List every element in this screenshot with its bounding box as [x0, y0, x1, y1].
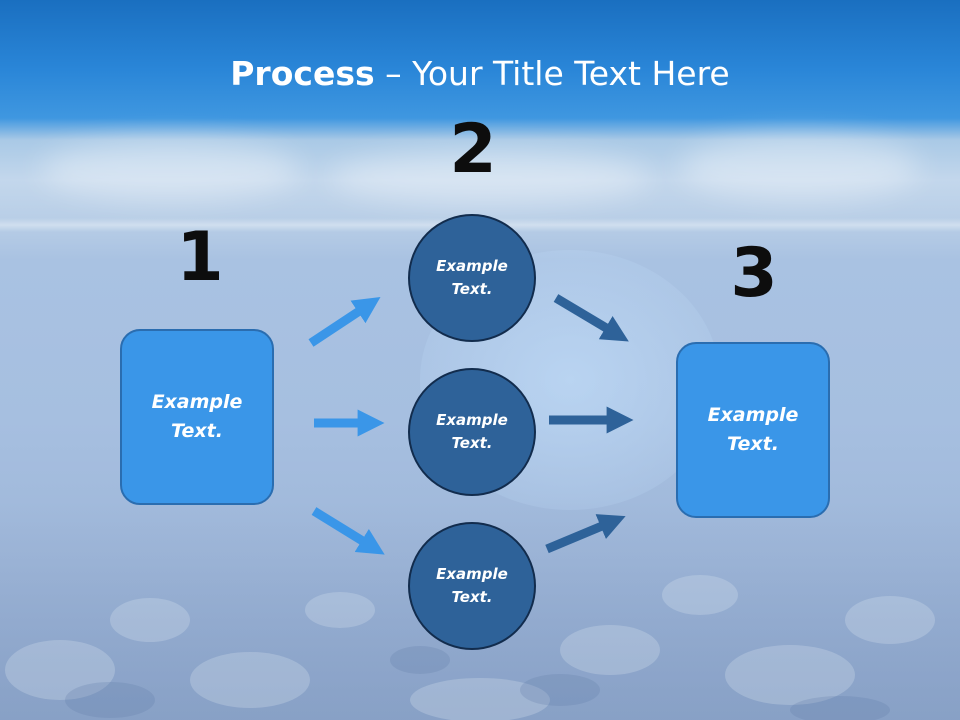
title-rest-part: – Your Title Text Here [374, 54, 730, 93]
cloud-shape [40, 140, 300, 200]
step-number-2: 2 [449, 110, 497, 189]
process-circle-middle-text: Example Text. [436, 411, 508, 452]
process-box-left-text: Example Text. [151, 391, 243, 442]
step-number-3: 3 [730, 234, 778, 313]
cloud-shape [680, 135, 920, 200]
process-circle-bottom-text: Example Text. [436, 565, 508, 606]
process-box-right-text: Example Text. [707, 404, 799, 455]
arrow-bottom-circle-to-box [545, 514, 626, 554]
process-circle-top-text: Example Text. [436, 257, 508, 298]
slide-title: Process – Your Title Text Here [0, 52, 960, 96]
title-bold-part: Process [230, 54, 375, 93]
process-box-left: Example Text. [120, 329, 274, 505]
cloud-shape [330, 150, 650, 205]
step-number-1: 1 [176, 218, 224, 297]
arrow-top-circle-to-box [553, 294, 629, 342]
process-circle-middle: Example Text. [408, 368, 536, 496]
arrow-box-to-top-circle [308, 297, 381, 347]
process-box-right: Example Text. [676, 342, 830, 518]
process-circle-top: Example Text. [408, 214, 536, 342]
process-circle-bottom: Example Text. [408, 522, 536, 650]
arrow-box-to-bottom-circle [311, 507, 385, 555]
